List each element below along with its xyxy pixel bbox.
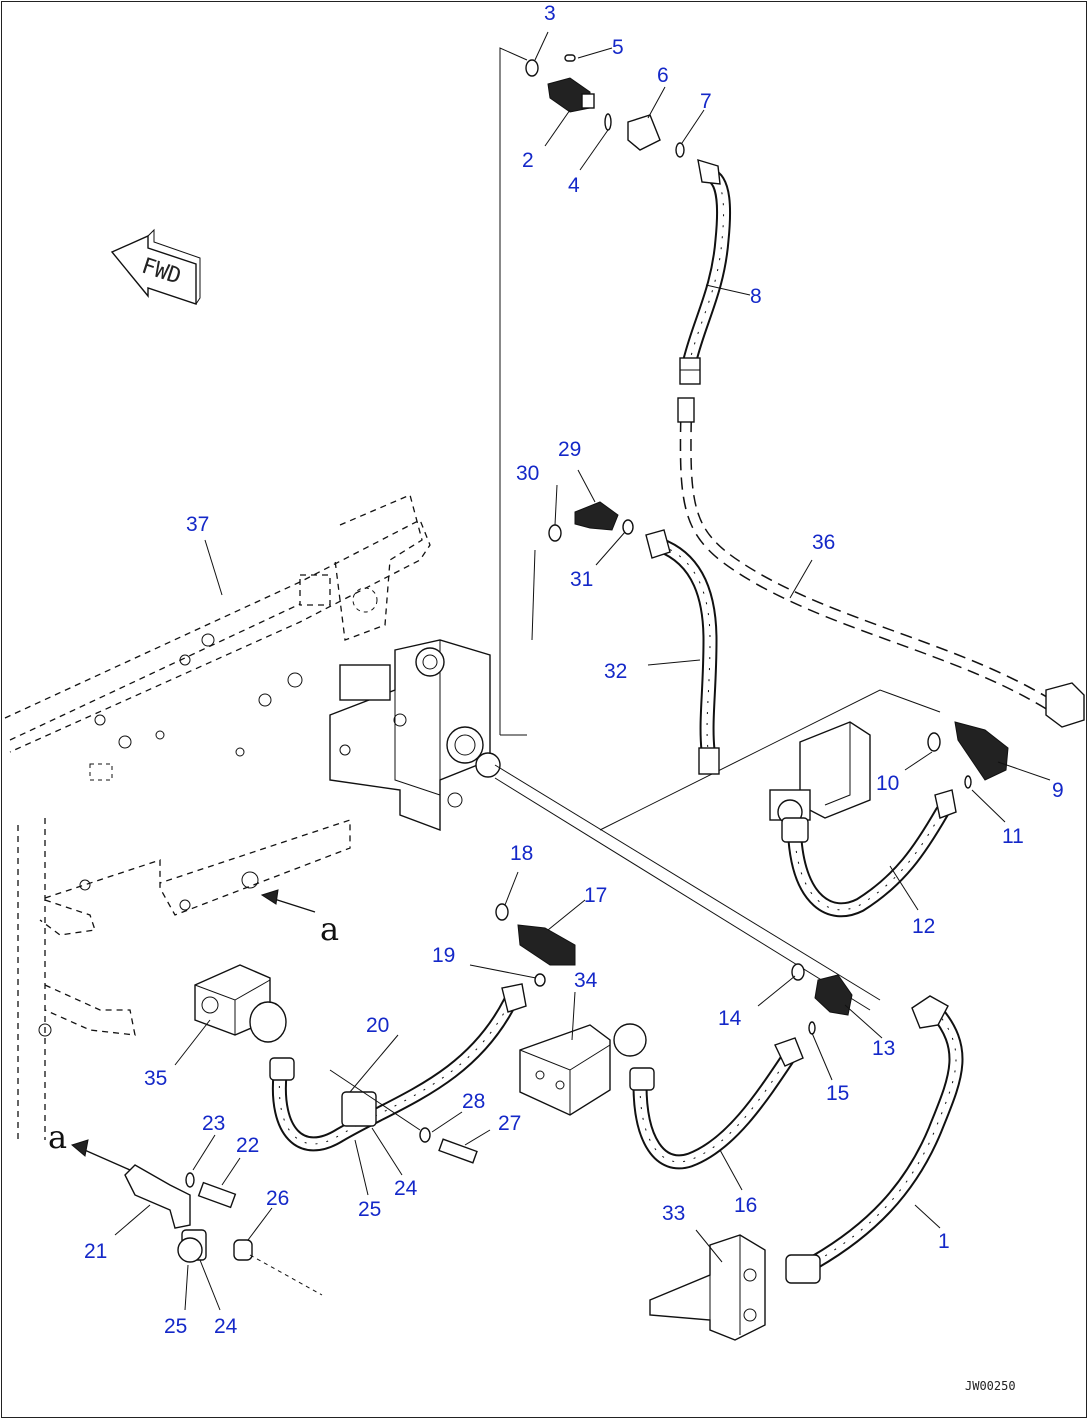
leader-lines [114, 31, 1051, 1311]
callout-32: 32 [604, 660, 627, 683]
block-34 [519, 1023, 647, 1116]
callout-10: 10 [876, 772, 899, 795]
callout-22: 22 [236, 1134, 259, 1157]
callout-13: 13 [872, 1037, 895, 1060]
bolt-27 [438, 1138, 478, 1164]
callout-labels: 1 2 3 4 5 6 7 8 9 10 11 12 13 14 15 16 1… [48, 2, 1064, 1393]
view-arrows [70, 889, 316, 1171]
fittings-29-31 [531, 501, 634, 641]
callout-37: 37 [186, 513, 209, 536]
lower-frame-outline [17, 818, 351, 1140]
callout-17: 17 [584, 884, 607, 907]
washer-28 [419, 1127, 431, 1143]
callout-23: 23 [202, 1112, 225, 1135]
oring-3 [525, 59, 539, 77]
vertical-reference-line [499, 47, 528, 736]
callout-2: 2 [522, 149, 534, 172]
callout-25-lower: 25 [164, 1315, 187, 1338]
callout-24: 24 [394, 1177, 418, 1200]
callout-9: 9 [1052, 779, 1064, 802]
hose-12 [781, 789, 957, 918]
callout-25: 25 [358, 1198, 381, 1221]
fittings-9-11 [927, 721, 1009, 789]
callout-16: 16 [734, 1194, 757, 1217]
frame-37-outline [4, 494, 431, 781]
control-valve-assembly [329, 639, 881, 1011]
callout-5: 5 [612, 36, 624, 59]
hose-8 [679, 159, 732, 385]
callout-18: 18 [510, 842, 533, 865]
callout-14: 14 [718, 1007, 742, 1030]
callout-19: 19 [432, 944, 455, 967]
callout-1: 1 [938, 1230, 950, 1253]
hose-20 [269, 983, 527, 1152]
callout-7: 7 [700, 90, 712, 113]
callout-11: 11 [1002, 825, 1024, 848]
callout-3: 3 [544, 2, 556, 25]
washer-23 [185, 1172, 195, 1188]
oring-4 [604, 113, 612, 131]
callout-12: 12 [912, 915, 935, 938]
hose-1 [785, 995, 964, 1284]
pipe-36 [677, 397, 1085, 728]
callout-28: 28 [462, 1090, 485, 1113]
callout-6: 6 [657, 64, 669, 87]
block-35 [194, 964, 287, 1043]
clamp-21 [124, 1164, 191, 1229]
cushion-25 [177, 1237, 203, 1263]
view-letter-a-right: a [320, 910, 339, 948]
callout-26: 26 [266, 1187, 289, 1210]
clamp-group [124, 1127, 478, 1296]
callout-33: 33 [662, 1202, 685, 1225]
oring-5 [564, 54, 576, 62]
callout-15: 15 [826, 1082, 849, 1105]
callout-20: 20 [366, 1014, 389, 1037]
callout-4: 4 [568, 174, 580, 197]
callout-24-lower: 24 [214, 1315, 238, 1338]
view-letter-a-left: a [48, 1118, 67, 1156]
drawing-code: JW00250 [965, 1379, 1016, 1393]
hose-32 [645, 529, 720, 775]
fittings-top [525, 54, 685, 158]
callout-29: 29 [558, 438, 581, 461]
callout-8: 8 [750, 285, 762, 308]
bolt-22 [197, 1181, 237, 1209]
fittings-13-19 [495, 903, 853, 1035]
callout-27: 27 [498, 1112, 521, 1135]
oring-7 [675, 142, 685, 158]
callout-34: 34 [574, 969, 598, 992]
spacer-26 [233, 1239, 253, 1261]
connector-6 [627, 114, 661, 151]
callout-21: 21 [84, 1240, 107, 1263]
callout-35: 35 [144, 1067, 167, 1090]
fwd-arrow-icon: FWD [110, 228, 201, 305]
callout-31: 31 [570, 568, 593, 591]
hose-16 [629, 1037, 804, 1170]
callout-30: 30 [516, 462, 539, 485]
block-33 [649, 1234, 766, 1341]
valve-block-right [599, 689, 941, 831]
callout-36: 36 [812, 531, 835, 554]
